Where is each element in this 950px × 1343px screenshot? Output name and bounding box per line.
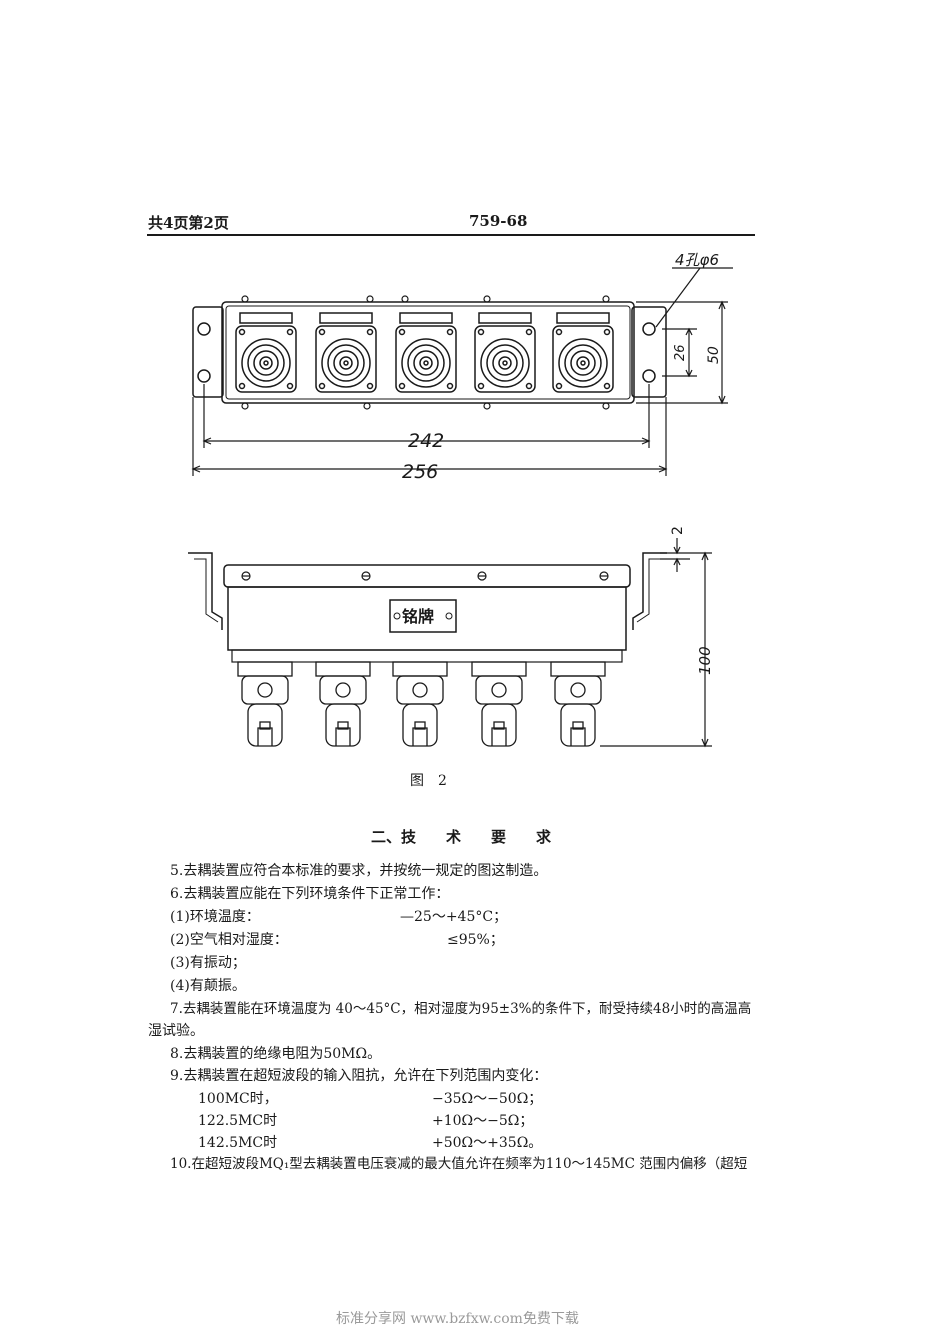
dim-256-line — [191, 397, 668, 476]
paragraph-8: 8.去耦装置的绝缘电阻为50MΩ。 — [170, 1046, 382, 1062]
connector-module-4 — [474, 312, 536, 393]
mount-hole — [197, 322, 211, 336]
humidity-label: (2)空气相对湿度： — [170, 932, 288, 948]
figure-caption: 图 2 — [410, 773, 447, 789]
env-temp-label: (1)环境温度： — [170, 909, 260, 925]
dim-26-line — [662, 327, 697, 378]
paragraph-6: 6.去耦装置应能在下列环境条件下正常工作： — [170, 886, 450, 902]
impedance-freq: 122.5MC时 — [198, 1113, 278, 1129]
technical-drawing: 4孔φ6 26 50 242 256 2 100 铭牌 — [188, 251, 733, 748]
mount-hole — [642, 322, 656, 336]
plug-1 — [237, 661, 293, 747]
dim-242-line — [202, 384, 651, 448]
paragraph-7-line1: 7.去耦装置能在环境温度为 40～45°C，相对湿度为95±3%的条件下，耐受持… — [170, 1001, 752, 1017]
dim-256-label: 256 — [402, 461, 438, 483]
plug-2 — [315, 661, 371, 747]
dim-2-line — [660, 538, 712, 572]
vibration-item: (3)有振动； — [170, 955, 246, 971]
left-mounting-ear — [192, 306, 224, 398]
jolt-item: (4)有颠振。 — [170, 978, 246, 994]
dim-2-label: 2 — [670, 526, 686, 535]
plug-4 — [471, 661, 527, 747]
connector-module-5 — [552, 312, 614, 393]
dim-100-line — [600, 551, 712, 748]
footer-watermark: 标准分享网 www.bzfxw.com免费下载 — [336, 1311, 579, 1327]
mount-hole — [642, 369, 656, 383]
paragraph-5: 5.去耦装置应符合本标准的要求，并按统一规定的图这制造。 — [170, 863, 548, 879]
dim-242-label: 242 — [408, 430, 444, 452]
impedance-range: +50Ω～+35Ω。 — [432, 1135, 543, 1151]
front-view-lid — [223, 564, 631, 588]
dim-100-label: 100 — [696, 646, 714, 675]
impedance-freq: 100MC时， — [198, 1091, 278, 1107]
nameplate-label: 铭牌 — [402, 607, 434, 626]
page-info: 共4页第2页 — [148, 214, 229, 232]
env-temp-value: —25～+45°C； — [400, 909, 508, 925]
mount-hole — [197, 369, 211, 383]
dim-50-label: 50 — [706, 346, 722, 364]
section-title: 二、技 术 要 求 — [371, 828, 552, 846]
impedance-range: +10Ω～−5Ω； — [432, 1113, 534, 1129]
humidity-value: ≤95%； — [447, 932, 504, 948]
plug-5 — [550, 661, 606, 747]
paragraph-10: 10.在超短波段MQ₁型去耦装置电压衰减的最大值允许在频率为110～145MC … — [170, 1156, 748, 1172]
paragraph-7-line2: 湿试验。 — [148, 1023, 204, 1039]
nameplate-box — [389, 599, 457, 633]
dim-50-line — [636, 300, 728, 405]
right-bracket — [632, 552, 667, 630]
impedance-freq: 142.5MC时 — [198, 1135, 278, 1151]
left-bracket — [188, 552, 223, 630]
plug-3 — [392, 661, 448, 747]
connector-module-2 — [315, 312, 377, 393]
top-view-body — [221, 301, 635, 404]
doc-code: 759-68 — [469, 212, 528, 230]
impedance-range: −35Ω～−50Ω； — [432, 1091, 543, 1107]
connector-module-1 — [235, 312, 297, 393]
holes-note: 4孔φ6 — [675, 251, 719, 269]
connector-module-3 — [395, 312, 457, 393]
paragraph-9: 9.去耦装置在超短波段的输入阻抗，允许在下列范围内变化： — [170, 1068, 548, 1084]
header-rule — [147, 234, 755, 236]
dim-26-label: 26 — [673, 344, 688, 361]
